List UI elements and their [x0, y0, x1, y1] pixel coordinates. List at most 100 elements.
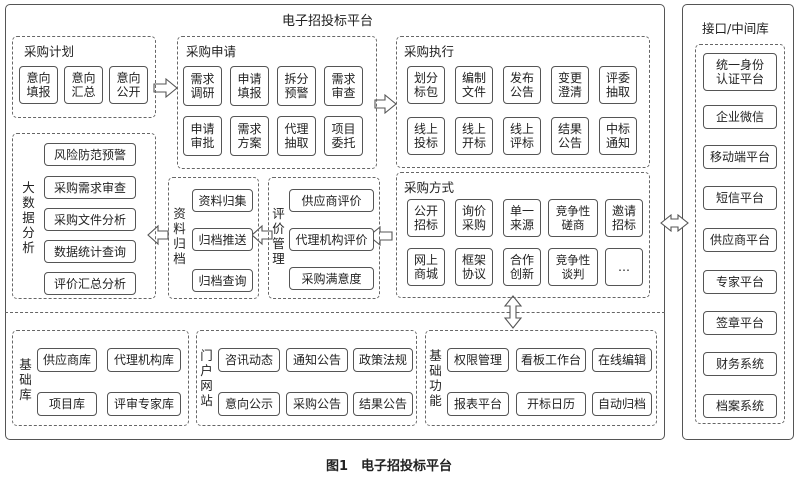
- evaluate-item: 采购满意度: [289, 267, 374, 290]
- evaluate-title: 评价管理: [272, 206, 285, 266]
- apply-item: 需求 审查: [324, 66, 363, 106]
- method-item: 框架 协议: [455, 248, 493, 286]
- base-lib-item: 代理机构库: [107, 348, 181, 372]
- arrow-vertical-double: [503, 295, 523, 329]
- apply-title: 采购申请: [186, 44, 237, 59]
- plan-item: 意向 公开: [109, 66, 148, 104]
- base-func-section: [425, 330, 657, 426]
- archive-title: 资料归档: [173, 206, 186, 266]
- arrow-method-to-evaluate: [368, 225, 393, 247]
- base-func-item: 看板工作台: [516, 348, 586, 372]
- method-item: 单一 来源: [503, 199, 541, 237]
- plan-item: 意向 汇总: [64, 66, 103, 104]
- arrow-plan-to-apply: [153, 77, 178, 99]
- evaluate-item: 供应商评价: [289, 189, 374, 212]
- portal-item: 结果公告: [353, 392, 413, 416]
- execute-item: 编制 文件: [455, 66, 493, 104]
- execute-item: 变更 澄清: [551, 66, 589, 104]
- plan-title: 采购计划: [24, 44, 75, 59]
- execute-item: 线上 投标: [407, 117, 445, 155]
- interface-list: [695, 44, 785, 424]
- interface-item: 供应商平台: [703, 228, 777, 252]
- method-section: [396, 172, 650, 298]
- plan-section: [12, 36, 156, 118]
- base-func-item: 开标日历: [516, 392, 586, 416]
- base-func-title: 基础功能: [429, 348, 442, 408]
- apply-item: 需求 方案: [230, 116, 269, 156]
- bigdata-item: 数据统计查询: [44, 240, 136, 263]
- arrow-evaluate-to-archive: [251, 224, 273, 246]
- execute-title: 采购执行: [404, 44, 455, 59]
- interface-item: 移动端平台: [703, 145, 777, 169]
- base-func-item: 在线编辑: [592, 348, 652, 372]
- execute-item: 评委 抽取: [599, 66, 637, 104]
- archive-section: [168, 177, 259, 299]
- bigdata-item: 采购文件分析: [44, 208, 136, 231]
- interface-item: 短信平台: [703, 186, 777, 210]
- archive-item: 归档查询: [192, 269, 253, 292]
- interface-item: 签章平台: [703, 311, 777, 335]
- base-func-item: 报表平台: [447, 392, 509, 416]
- execute-section: [396, 36, 650, 168]
- execute-item: 线上 开标: [455, 117, 493, 155]
- portal-item: 政策法规: [353, 348, 413, 372]
- method-item: …: [605, 248, 643, 286]
- apply-item: 需求 调研: [183, 66, 222, 106]
- interface-item: 专家平台: [703, 270, 777, 294]
- method-item: 询价 采购: [455, 199, 493, 237]
- portal-section: [196, 330, 417, 426]
- apply-item: 拆分 预警: [277, 66, 316, 106]
- interface-title: 接口/中间库: [702, 21, 769, 36]
- portal-title: 门户网站: [200, 348, 213, 408]
- arrow-platform-interface: [660, 213, 689, 233]
- archive-item: 资料归集: [192, 189, 253, 212]
- execute-item: 发布 公告: [503, 66, 541, 104]
- execute-item: 结果 公告: [551, 117, 589, 155]
- portal-item: 通知公告: [286, 348, 348, 372]
- apply-item: 项目 委托: [324, 116, 363, 156]
- apply-item: 申请 审批: [183, 116, 222, 156]
- base-lib-item: 项目库: [37, 392, 97, 416]
- evaluate-section: [268, 177, 380, 299]
- evaluate-item: 代理机构评价: [289, 228, 374, 251]
- arrow-archive-to-bigdata: [147, 224, 169, 246]
- interface-item: 档案系统: [703, 394, 777, 418]
- method-item: 竞争性 磋商: [548, 199, 598, 237]
- base-lib-title: 基础库: [19, 357, 32, 402]
- bigdata-item: 风险防范预警: [44, 143, 136, 166]
- method-item: 邀请 招标: [605, 199, 643, 237]
- base-lib-section: [12, 330, 189, 426]
- portal-item: 意向公示: [218, 392, 280, 416]
- bigdata-item: 采购需求审查: [44, 176, 136, 199]
- execute-item: 线上 评标: [503, 117, 541, 155]
- plan-item: 意向 填报: [19, 66, 58, 104]
- interface-item: 财务系统: [703, 352, 777, 376]
- portal-item: 采购公告: [286, 392, 348, 416]
- base-lib-item: 评审专家库: [107, 392, 181, 416]
- execute-item: 划分 标包: [407, 66, 445, 104]
- bigdata-item: 评价汇总分析: [44, 272, 136, 295]
- base-func-item: 自动归档: [592, 392, 652, 416]
- interface-item: 统一身份 认证平台: [703, 53, 777, 91]
- method-item: 合作 创新: [503, 248, 541, 286]
- apply-item: 代理 抽取: [277, 116, 316, 156]
- execute-item: 中标 通知: [599, 117, 637, 155]
- arrow-apply-to-execute: [374, 93, 397, 115]
- apply-section: [177, 36, 377, 169]
- method-title: 采购方式: [404, 180, 455, 195]
- base-lib-item: 供应商库: [37, 348, 97, 372]
- apply-item: 申请 填报: [230, 66, 269, 106]
- base-func-item: 权限管理: [447, 348, 509, 372]
- method-item: 竞争性 谈判: [548, 248, 598, 286]
- figure-caption: 图1 电子招投标平台: [326, 459, 453, 474]
- platform-title: 电子招投标平台: [282, 14, 374, 29]
- bigdata-title: 大数据分析: [22, 180, 35, 255]
- portal-item: 咨讯动态: [218, 348, 280, 372]
- archive-item: 归档推送: [192, 228, 253, 251]
- method-item: 公开 招标: [407, 199, 445, 237]
- method-item: 网上 商城: [407, 248, 445, 286]
- interface-item: 企业微信: [703, 105, 777, 129]
- bigdata-section: [12, 133, 156, 299]
- platform-divider: [5, 312, 665, 313]
